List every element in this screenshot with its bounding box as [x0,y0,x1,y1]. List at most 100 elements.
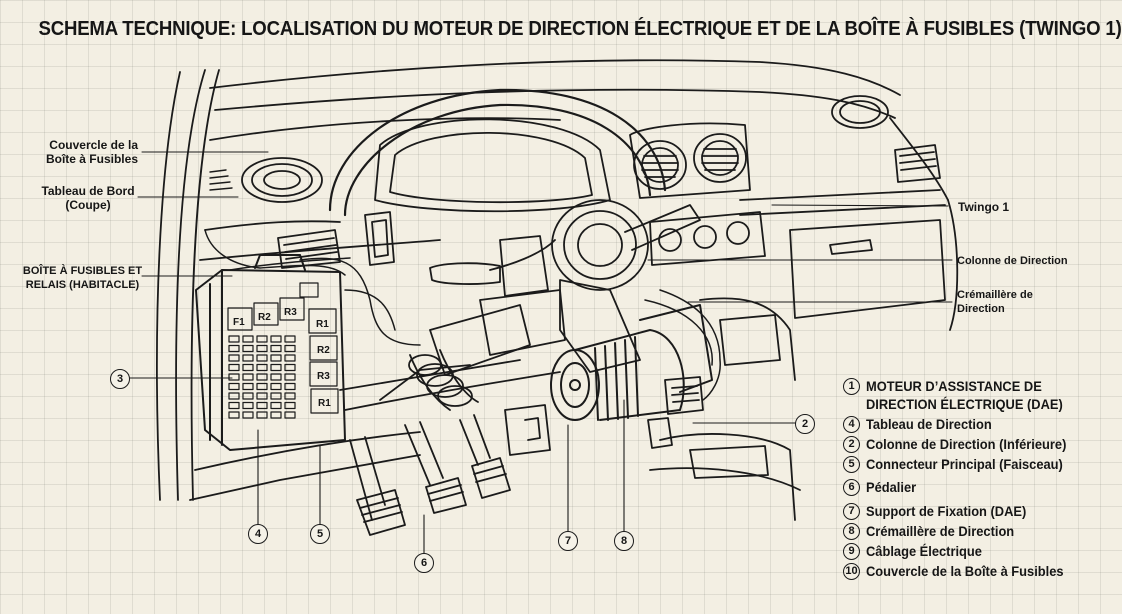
mini-fuse [284,392,296,400]
lower-dash-panel [189,359,561,501]
legend-num: 2 [843,436,860,453]
mini-fuse [270,363,282,372]
fuse-label-f1: F1 [233,317,245,328]
legend-text: MOTEUR D’ASSISTANCE DE [866,378,1042,394]
center-console [649,433,801,521]
mini-fuse [256,354,268,362]
mini-fuse [228,344,240,353]
mini-fuse [270,382,282,391]
fuse-label-r2: R2 [258,312,271,323]
relay-label-r2: R2 [317,345,330,356]
fuse-block [227,307,253,331]
label-tableau: Tableau de Bord (Coupe) [38,184,138,212]
mini-fuse [242,382,254,391]
label-boite-fusibles: BOÎTE À FUSIBLES ET RELAIS (HABITACLE) [20,264,145,292]
mini-fuse [270,373,282,381]
left-speaker [241,157,323,203]
mini-fuse [270,335,282,343]
label-cremaillere: Crémaillère de Direction [957,288,1033,316]
mini-fuse [228,363,240,372]
legend-text-line2: DIRECTION ÉLECTRIQUE (DAE) [866,396,1063,412]
callout-2: 2 [795,414,815,434]
legend-text: Tableau de Direction [866,416,992,432]
mini-fuse [242,401,254,410]
mini-fuse [228,392,240,400]
right-vent [894,144,941,183]
left-dash-vent [277,211,395,269]
mini-fuse [256,401,268,410]
fuse-label-r3: R3 [284,307,297,318]
legend-text: Support de Fixation (DAE) [866,503,1027,519]
diagram-title: SCHEMA TECHNIQUE: LOCALISATION DU MOTEUR… [38,18,1122,40]
mini-fuse [242,344,254,353]
mini-fuse [284,363,296,372]
legend-text: Colonne de Direction (Inférieure) [866,436,1067,452]
mini-fuse [242,411,254,419]
mini-fuse [284,373,296,381]
relay-block [309,361,338,387]
mini-fuse [270,401,282,410]
mini-fuse [270,344,282,353]
mini-fuse [242,373,254,381]
legend-num: 5 [843,456,860,473]
dashboard-outline [199,59,959,331]
mini-fuse [228,411,240,419]
right-speaker [831,95,889,129]
fuse-block [299,282,319,298]
relay-block [309,335,338,361]
mini-fuse [270,354,282,362]
mini-fuse [270,392,282,400]
mini-fuse [256,363,268,372]
mini-fuse [256,373,268,381]
callout-6: 6 [414,553,434,573]
mini-fuse [228,354,240,362]
mini-fuse [256,335,268,343]
mini-fuse [256,411,268,419]
wiring-harness [204,229,721,401]
callout-7: 7 [558,531,578,551]
main-connector [647,376,704,449]
mini-fuse [242,363,254,372]
label-couvercle: Couvercle de la Boîte à Fusibles [30,138,138,166]
label-tableau-line1: Tableau de Bord [41,184,135,198]
callout-8: 8 [614,531,634,551]
mini-fuse [242,335,254,343]
label-couvercle-line1: Couvercle de la [49,138,138,152]
fuse-block [279,297,305,321]
mini-fuse [284,344,296,353]
mini-fuse [242,392,254,400]
relay-label-r3: R3 [317,371,330,382]
relay-block [308,308,337,334]
fuse-slots [227,282,339,419]
legend-num: 7 [843,503,860,520]
legend-text: Connecteur Principal (Faisceau) [866,456,1063,472]
steering-wheel [328,88,667,217]
label-tableau-line2: (Coupe) [65,198,111,212]
mini-fuse [256,382,268,391]
leader-lines [129,151,953,556]
pedal-box [349,414,511,536]
mini-fuse [228,335,240,343]
label-cremaillere-line2: Direction [957,303,1005,315]
mini-fuse [256,392,268,400]
callout-4: 4 [248,524,268,544]
mini-fuse [242,354,254,362]
fuse-box-outline [195,254,346,451]
legend-num: 9 [843,543,860,560]
left-side-vent [209,169,233,191]
label-couvercle-line2: Boîte à Fusibles [45,152,138,166]
label-boite-line2: RELAIS (HABITACLE) [25,279,140,291]
callout-3: 3 [110,369,130,389]
relay-label-r1-bottom: R1 [318,398,331,409]
legend-text: Crémaillère de Direction [866,523,1015,539]
legend-text: Câblage Électrique [866,543,982,559]
relay-block [310,388,339,414]
mini-fuse [284,401,296,410]
mini-fuse [284,382,296,391]
label-boite-line1: BOÎTE À FUSIBLES ET [22,265,143,277]
label-colonne: Colonne de Direction [957,255,1068,267]
legend-num: 10 [843,563,860,580]
glove-box [699,219,946,381]
legend-num: 6 [843,479,860,496]
label-cremaillere-line1: Crémaillère de [957,289,1033,301]
